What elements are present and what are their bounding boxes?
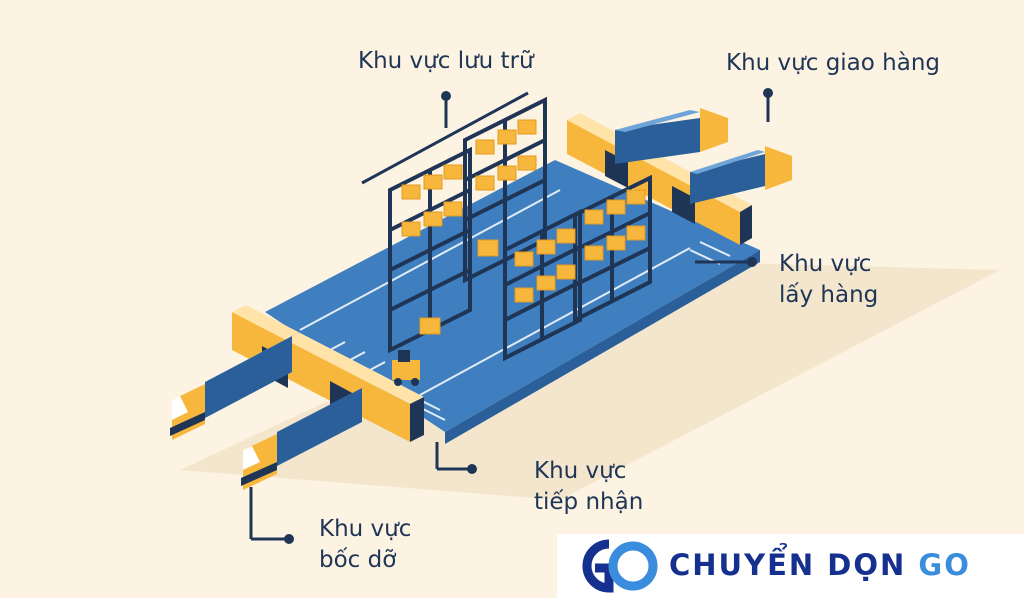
delivery-dock-wall <box>567 120 740 245</box>
truck-left-2 <box>241 383 372 490</box>
brand-name-accent: GO <box>918 548 971 582</box>
leader-dots <box>284 88 773 544</box>
loading-area-line-1: Khu vực <box>319 516 412 542</box>
storage-rack-1 <box>388 146 472 354</box>
receiving-dock-wall-side <box>410 397 424 442</box>
truck-right-1 <box>615 108 728 164</box>
truck-right-2 <box>690 146 792 204</box>
storage-area-label: Khu vực lưu trữ <box>358 46 534 77</box>
go-logo-icon <box>582 539 658 593</box>
floor-shadow <box>180 260 1000 500</box>
delivery-dock-wall-side <box>740 205 752 245</box>
receiving-area-label: Khu vực tiếp nhận <box>534 456 643 518</box>
picking-area-label: Khu vực lấy hàng <box>779 249 878 311</box>
brand-logo: CHUYỂN DỌN GO <box>557 534 1024 598</box>
picking-area-line-2: lấy hàng <box>779 282 879 308</box>
loading-area-line-2: bốc dỡ <box>319 547 397 573</box>
receiving-area-line-1: Khu vực <box>534 458 627 484</box>
truck-left-1 <box>170 331 302 440</box>
delivery-area-label: Khu vực giao hàng <box>726 48 940 79</box>
loading-area-label: Khu vực bốc dỡ <box>319 514 411 576</box>
delivery-area-text: Khu vực giao hàng <box>726 50 941 76</box>
forklift <box>392 350 420 386</box>
picking-area-line-1: Khu vực <box>779 251 872 277</box>
storage-rack-4 <box>573 174 652 324</box>
storage-boxes <box>401 119 646 335</box>
storage-area-text: Khu vực lưu trữ <box>358 48 534 74</box>
dock-door-4 <box>672 186 695 224</box>
brand-name: CHUYỂN DỌN GO <box>669 548 971 582</box>
receiving-area-line-2: tiếp nhận <box>534 489 644 515</box>
floor-edge <box>445 250 760 444</box>
brand-name-main: CHUYỂN DỌN <box>669 548 907 582</box>
receiving-dock-wall-top <box>232 305 424 404</box>
leader-lines <box>249 91 770 541</box>
